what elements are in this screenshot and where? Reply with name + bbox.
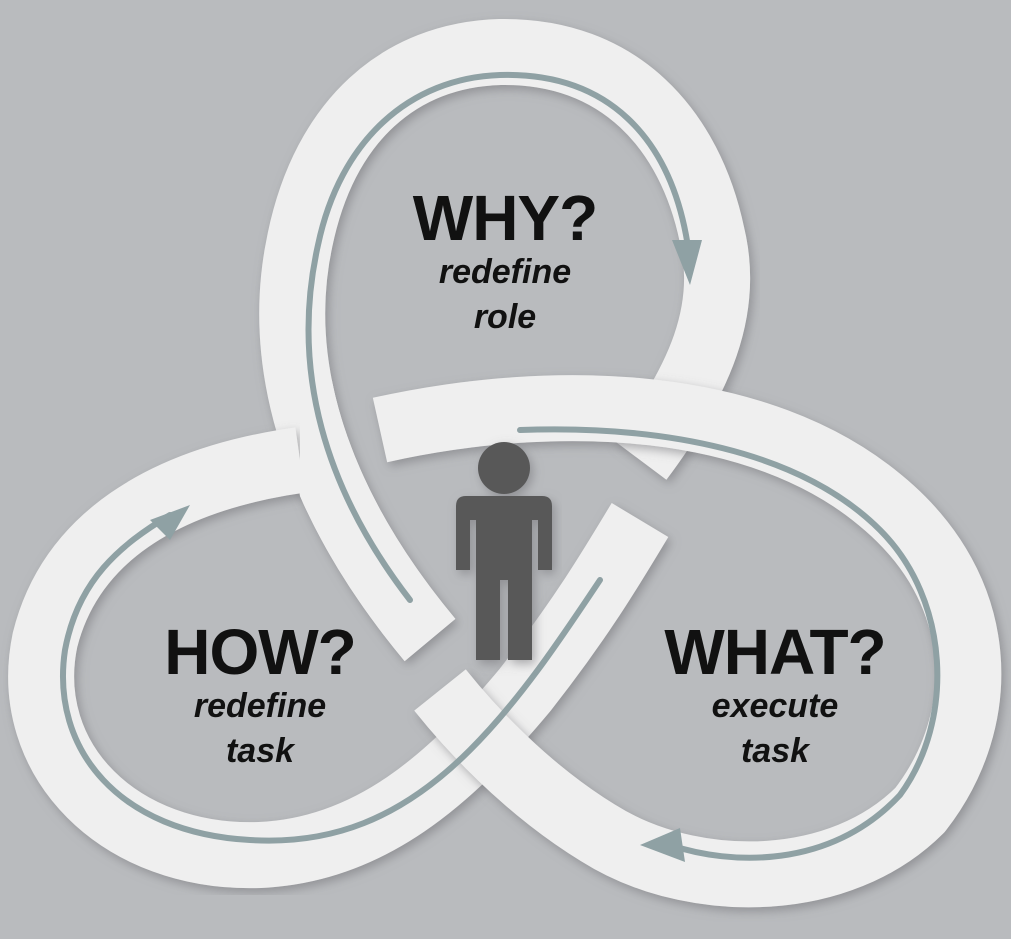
how-subtitle-line2: task xyxy=(225,732,295,770)
how-flow-line xyxy=(60,512,603,844)
person-icon xyxy=(456,442,552,660)
flow-lines xyxy=(60,71,941,861)
arrowhead-icon xyxy=(672,240,702,285)
how-subtitle-line1: redefine xyxy=(193,687,327,725)
what-subtitle-line1: execute xyxy=(711,687,839,725)
what-subtitle-line2: task xyxy=(740,732,810,770)
arrowhead-icon xyxy=(640,828,685,862)
how-title: HOW? xyxy=(164,616,357,688)
why-label-group: WHY? redefine role xyxy=(380,186,630,340)
why-title: WHY? xyxy=(412,182,598,254)
why-subtitle-line1: redefine xyxy=(438,253,572,291)
how-label-group: HOW? redefine task xyxy=(130,620,390,774)
why-flow-line xyxy=(305,71,693,603)
arrowhead-icon xyxy=(150,505,190,540)
what-loop-band xyxy=(372,375,1002,908)
what-title: WHAT? xyxy=(664,616,886,688)
flow-arrowheads xyxy=(150,240,702,862)
what-flow-line xyxy=(517,426,941,861)
what-label-group: WHAT? execute task xyxy=(640,620,910,774)
why-subtitle-line2: role xyxy=(473,298,537,336)
